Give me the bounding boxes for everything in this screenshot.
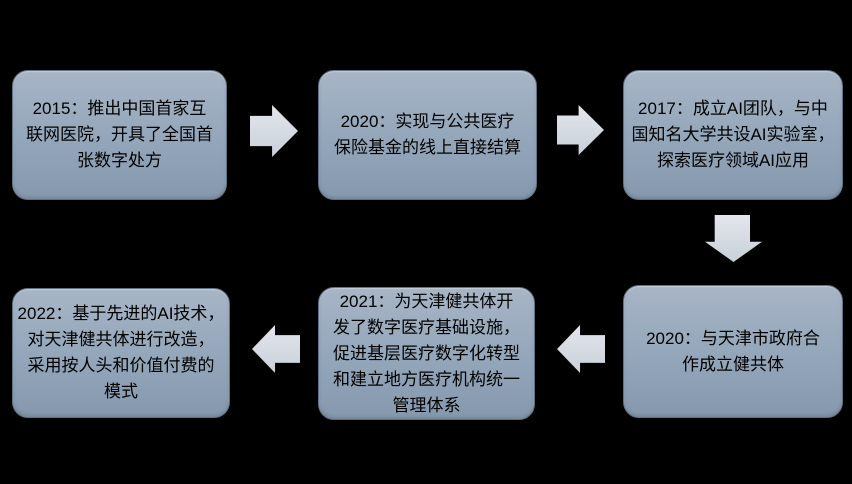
arrow-left-icon — [557, 325, 605, 373]
arrow-left-icon — [252, 325, 300, 373]
flow-node-2017-ai-team: 2017：成立AI团队，与中 国知名大学共设AI实验室， 探索医疗领域AI应用 — [623, 70, 843, 200]
flow-node-2015-internet-hospital: 2015：推出中国首家互 联网医院，开具了全国首 张数字处方 — [12, 70, 227, 200]
flow-node-2020-tianjin-government: 2020：与天津市政府合 作成立健共体 — [623, 285, 843, 418]
arrow-right-icon — [250, 105, 298, 157]
flow-node-2020-insurance-settlement: 2020：实现与公共医疗 保险基金的线上直接结算 — [318, 70, 537, 200]
arrow-right-icon — [557, 105, 604, 155]
flow-node-2021-digital-infrastructure: 2021：为天津健共体开 发了数字医疗基础设施， 促进基层医疗数字化转型 和建立… — [318, 287, 535, 420]
arrow-down-icon — [705, 215, 762, 262]
flow-node-2022-value-based-payment: 2022：基于先进的AI技术， 对天津健共体进行改造， 采用按人头和价值付费的 … — [12, 288, 230, 418]
